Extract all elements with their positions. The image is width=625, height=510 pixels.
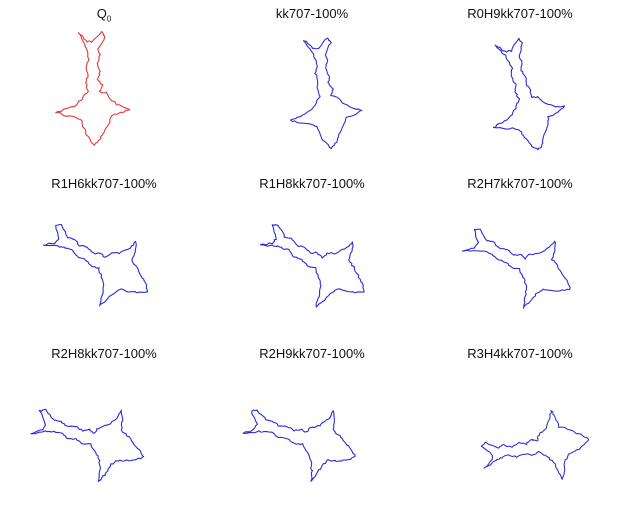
panel-result-8: R3H4kk707-100% — [416, 340, 624, 510]
panel-title: R0H9kk707-100% — [467, 6, 573, 21]
panel-result-4: R1H8kk707-100% — [208, 170, 416, 340]
panel-query: Q0 — [0, 0, 208, 170]
result-shark-contour — [461, 228, 571, 309]
result-shark-contour — [480, 410, 590, 480]
result-shark-contour — [242, 409, 356, 482]
result-shark-contour — [290, 37, 363, 150]
result-shark-contour — [259, 223, 365, 308]
panel-title: R2H7kk707-100% — [467, 176, 573, 191]
panel-title: Q0 — [0, 6, 208, 24]
panel-title: R2H8kk707-100% — [51, 346, 157, 361]
panel-result-7: R2H9kk707-100% — [208, 340, 416, 510]
result-shark-contour — [492, 37, 566, 151]
panel-title: R1H6kk707-100% — [51, 176, 157, 191]
result-shark-contour — [30, 408, 145, 482]
panel-result-1: kk707-100% — [208, 0, 416, 170]
query-shark-contour — [55, 30, 131, 146]
panel-title: R2H9kk707-100% — [259, 346, 365, 361]
panel-result-3: R1H6kk707-100% — [0, 170, 208, 340]
panel-title: R1H8kk707-100% — [259, 176, 365, 191]
panel-title: kk707-100% — [275, 6, 349, 21]
query-title-sub: 0 — [106, 14, 112, 24]
panel-title: R3H4kk707-100% — [467, 346, 573, 361]
result-shark-contour — [42, 224, 149, 307]
query-title-main: Q — [96, 6, 107, 21]
panel-result-2: R0H9kk707-100% — [416, 0, 624, 170]
panel-result-6: R2H8kk707-100% — [0, 340, 208, 510]
panel-result-5: R2H7kk707-100% — [416, 170, 624, 340]
